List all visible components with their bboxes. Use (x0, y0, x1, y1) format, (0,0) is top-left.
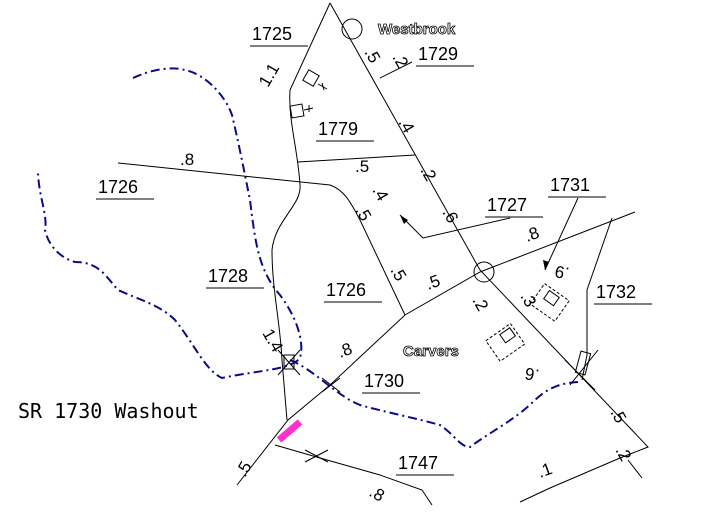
distance-label: .8 (335, 339, 355, 362)
place-carvers: Carvers (403, 343, 459, 360)
route-label: 1728 (206, 266, 264, 289)
distance-label: .6 (523, 364, 540, 385)
route-label: 1747 (396, 453, 454, 476)
distance-label: 1.4 (259, 326, 287, 356)
distance-label: .5 (387, 263, 411, 285)
route-label: 1730 (362, 371, 420, 394)
end-tick (627, 459, 643, 479)
community-circle-icon (341, 18, 363, 40)
route-label: 1731 (548, 175, 606, 198)
distance-label: .5 (423, 271, 443, 294)
washout-title: SR 1730 Washout (18, 399, 199, 423)
distance-label: 1.1 (255, 60, 283, 90)
distance-label: .2 (417, 163, 441, 185)
distance-label: .8 (180, 150, 194, 169)
arrow-icon (543, 260, 549, 270)
road-main (329, 2, 649, 503)
distance-label: .5 (607, 405, 631, 427)
washout-marker (276, 419, 303, 443)
distance-label: .1 (535, 459, 555, 482)
route-number: 1730 (364, 371, 404, 391)
route-label: 1729 (416, 44, 474, 67)
route-label: 1727 (485, 195, 543, 218)
distance-label: .2 (612, 443, 636, 465)
cemetery-icon (289, 69, 328, 119)
distance-label: .2 (469, 293, 493, 315)
route-number: 1732 (596, 282, 636, 302)
road-1730 (236, 211, 636, 486)
road-1729-leader (379, 61, 413, 79)
distance-label: .5 (352, 203, 376, 225)
leader-1727 (399, 214, 511, 239)
route-number: 1729 (418, 44, 458, 64)
route-number: 1726 (98, 177, 138, 197)
leader-1731 (544, 197, 579, 271)
arrow-icon (400, 215, 408, 224)
distance-label: .3 (517, 289, 541, 311)
route-number: 1747 (398, 453, 438, 473)
distance-label: .5 (232, 458, 256, 480)
distance-label: .4 (395, 115, 419, 137)
route-label: 1726 (324, 280, 382, 303)
route-number: 1779 (318, 119, 358, 139)
road-1779 (297, 154, 416, 163)
distance-label: .2 (389, 50, 413, 72)
distance-label: .6 (439, 205, 463, 227)
route-number: 1728 (208, 266, 248, 286)
route-number: 1726 (326, 280, 366, 300)
intersection-circle-icon (473, 261, 495, 283)
road-1725 (271, 2, 331, 421)
distance-label: .5 (355, 157, 369, 176)
route-label: 1725 (250, 24, 308, 47)
route-number: 1727 (487, 195, 527, 215)
building-icon (485, 282, 570, 362)
road-1726 (117, 162, 406, 316)
place-westbrook: Westbrook (378, 21, 456, 38)
distance-label: .9 (553, 262, 570, 283)
distance-label: .8 (366, 482, 388, 506)
stream (37, 67, 303, 380)
distance-label: .4 (369, 183, 393, 205)
route-label: 1726 (96, 177, 154, 200)
distance-label: 1.2 (0, 0, 24, 4)
distance-label: .8 (522, 223, 542, 246)
road-1747 (274, 444, 433, 506)
route-label: 1779 (316, 119, 374, 142)
route-number: 1725 (252, 24, 292, 44)
route-label: 1732 (594, 282, 652, 305)
route-number: 1731 (550, 175, 590, 195)
bridge-icon (277, 349, 599, 463)
